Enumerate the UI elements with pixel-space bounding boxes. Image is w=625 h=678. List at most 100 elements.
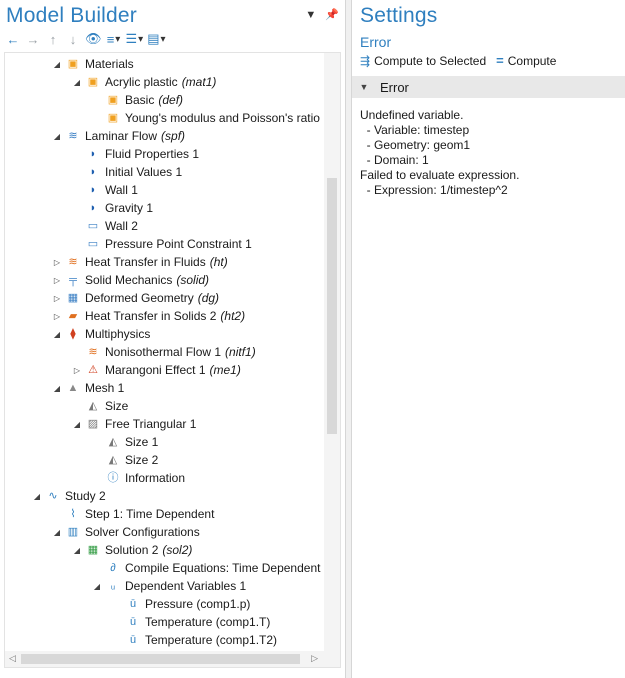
tree-node[interactable]: ▷╤Solid Mechanics(solid) (51, 271, 209, 289)
back-arrow-icon[interactable]: ← (6, 31, 20, 47)
expand-toggle-icon[interactable]: ▷ (53, 311, 61, 321)
tree-node[interactable]: ◗Wall 1 (71, 181, 138, 199)
domain-feature-icon: ◗ (89, 165, 97, 178)
tree-node[interactable]: ▣Basic(def) (91, 91, 183, 109)
tree-node-label: Size 2 (125, 453, 159, 467)
tree-vertical-scrollbar[interactable] (324, 53, 340, 652)
tree-node[interactable]: ▭Wall 2 (71, 217, 138, 235)
scroll-thumb[interactable] (21, 654, 300, 664)
expand-toggle-icon[interactable]: ▷ (53, 275, 61, 285)
collapse-toggle-icon[interactable]: ◢ (53, 527, 61, 537)
tree-node-label: Study 2 (65, 489, 106, 503)
error-message: Undefined variable. - Variable: timestep… (360, 108, 520, 197)
tree-horizontal-scrollbar[interactable]: ◁ ▷ (4, 651, 341, 668)
collapse-toggle-icon[interactable]: ◢ (73, 419, 81, 429)
tree-node[interactable]: ▷▰Heat Transfer in Solids 2(ht2) (51, 307, 245, 325)
collapse-toggle-icon[interactable]: ◢ (53, 383, 61, 393)
move-up-icon[interactable]: ↑ (49, 31, 57, 47)
tree-node[interactable]: ◢▦Solution 2(sol2) (71, 541, 192, 559)
compute-button[interactable]: = Compute (496, 53, 556, 68)
tree-node-label: Basic (125, 93, 155, 107)
marangoni-warning-icon: ⚠ (88, 363, 98, 376)
tree-node[interactable]: ◢⧫Multiphysics (51, 325, 150, 343)
tree-node[interactable]: ◗Gravity 1 (71, 199, 153, 217)
tree-node[interactable]: ◭Size 2 (91, 451, 159, 469)
tree-node[interactable]: ▭Pressure Point Constraint 1 (71, 235, 252, 253)
collapse-toggle-icon[interactable]: ◢ (53, 59, 61, 69)
tree-node[interactable]: ◢▣Materials (51, 55, 134, 73)
scroll-right-icon[interactable]: ▷ (311, 653, 318, 663)
tree-node[interactable]: ▣Young's modulus and Poisson's ratio (91, 109, 320, 127)
tree-node[interactable]: ∂Compile Equations: Time Dependent (91, 559, 320, 577)
tree-node[interactable]: ◭Size (71, 397, 129, 415)
tree-node[interactable]: ◭Size 1 (91, 433, 159, 451)
tree-node-label: Dependent Variables 1 (125, 579, 247, 593)
collapse-sections-icon[interactable]: ☰ (125, 31, 145, 47)
tree-node[interactable]: ≋Nonisothermal Flow 1(nitf1) (71, 343, 256, 361)
move-down-icon[interactable]: ↓ (69, 31, 77, 47)
expand-toggle-icon[interactable]: ▷ (53, 293, 61, 303)
tree-node[interactable]: ▷≋Heat Transfer in Fluids(ht) (51, 253, 228, 271)
tree-node-label: Marangoni Effect 1 (105, 363, 206, 377)
tree-node[interactable]: ◢▲Mesh 1 (51, 379, 124, 397)
collapse-toggle-icon[interactable]: ◢ (53, 329, 61, 339)
panel-menu-icon[interactable]: ▼ (305, 9, 317, 21)
tree-node[interactable]: ⌇Step 1: Time Dependent (51, 505, 214, 523)
tree-node[interactable]: ◢▨Free Triangular 1 (71, 415, 196, 433)
collapse-toggle-icon[interactable]: ◢ (73, 545, 81, 555)
error-section-header[interactable]: ▼ Error (352, 76, 625, 98)
collapse-toggle-icon[interactable]: ◢ (33, 491, 41, 501)
expand-sections-icon[interactable]: ≡ (105, 31, 123, 47)
tree-node-tag: (dg) (197, 291, 220, 305)
domain-feature-icon: ◗ (89, 147, 97, 160)
scroll-left-icon[interactable]: ◁ (9, 653, 16, 663)
show-icon[interactable]: 👁 (85, 31, 102, 46)
expand-toggle-icon[interactable]: ▷ (73, 365, 81, 375)
settings-subtitle: Error (360, 34, 392, 50)
panel-splitter[interactable] (346, 0, 351, 678)
collapse-toggle-icon[interactable]: ◢ (93, 581, 101, 591)
model-builder-toolbar: ← → ↑ ↓ 👁 ≡ ☰ ▤ (4, 30, 167, 48)
mesh-icon: ▲ (67, 381, 79, 394)
compute-to-selected-button[interactable]: ⇶ Compute to Selected (360, 54, 486, 68)
boundary-feature-icon: ◗ (89, 183, 97, 196)
tree-node[interactable]: ◢≋Laminar Flow(spf) (51, 127, 185, 145)
pin-icon[interactable]: 📌 (325, 9, 339, 21)
tree-node-label: Compile Equations: Time Dependent (125, 561, 321, 575)
tree-node-tag: (nitf1) (225, 345, 256, 359)
time-dependent-icon: ⌇ (70, 507, 76, 520)
tree-node[interactable]: ◢ ∿ Study 2 (31, 487, 106, 505)
tree-node-tag: (spf) (161, 129, 186, 143)
size-icon: ◭ (88, 399, 98, 412)
tree-view-options-icon[interactable]: ▤ (146, 31, 166, 47)
wall-icon: ▭ (87, 219, 99, 232)
tree-node[interactable]: ◗Initial Values 1 (71, 163, 182, 181)
tree-node-tag: (sol2) (162, 543, 193, 557)
tree-node-label: Acrylic plastic (105, 75, 178, 89)
tree-node-tag: (solid) (176, 273, 210, 287)
expand-toggle-icon[interactable]: ▷ (53, 257, 61, 267)
forward-arrow-icon[interactable]: → (26, 31, 40, 47)
collapse-icon: ▼ (359, 82, 369, 92)
model-builder-panel: Model Builder ▼ 📌 ← → ↑ ↓ 👁 ≡ ☰ ▤ ◢▣Mate… (0, 0, 346, 678)
tree-node[interactable]: ◢▣Acrylic plastic(mat1) (71, 73, 216, 91)
field-variable-icon: ū (129, 615, 137, 628)
gravity-icon: ◗ (89, 201, 97, 214)
collapse-toggle-icon[interactable]: ◢ (73, 77, 81, 87)
tree-node[interactable]: ◗Fluid Properties 1 (71, 145, 199, 163)
tree-node[interactable]: ▷⚠Marangoni Effect 1(me1) (71, 361, 241, 379)
size-icon: ◭ (108, 435, 118, 448)
tree-node[interactable]: ◢▥Solver Configurations (51, 523, 200, 541)
panel-title: Settings (360, 4, 438, 27)
scroll-thumb[interactable] (327, 178, 337, 434)
study-icon: ∿ (48, 489, 58, 502)
multiphysics-icon: ⧫ (70, 327, 76, 340)
tree-node[interactable]: ▷▦Deformed Geometry(dg) (51, 289, 219, 307)
collapse-toggle-icon[interactable]: ◢ (53, 131, 61, 141)
tree-node-label: Solver Configurations (85, 525, 200, 539)
